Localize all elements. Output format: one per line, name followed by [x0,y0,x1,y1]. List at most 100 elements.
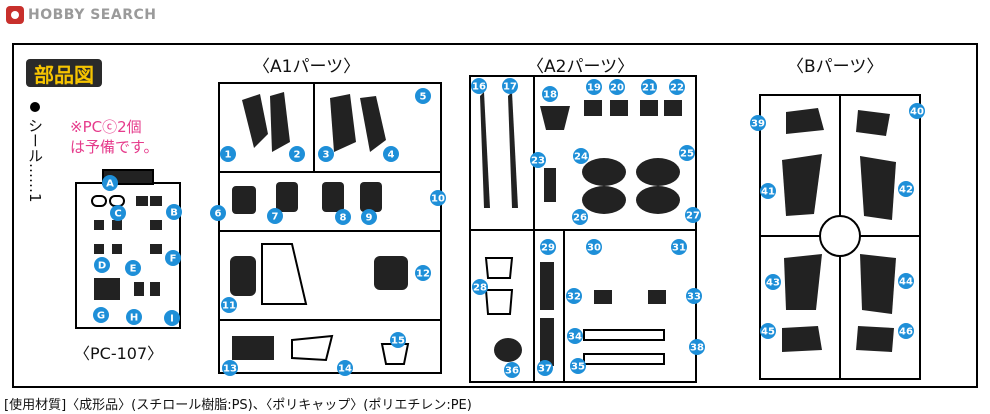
part-marker-pc-C: C [110,205,126,221]
marker-circle [415,265,431,281]
marker-label: 6 [215,209,222,220]
marker-label: 44 [899,277,913,288]
part-marker-a2-33: 33 [686,288,702,304]
marker-label: 1 [225,150,232,161]
part-marker-b-46: 46 [898,323,914,339]
marker-circle [570,358,586,374]
marker-label: 35 [571,362,585,373]
marker-circle [542,86,558,102]
part-marker-a2-25: 25 [679,145,695,161]
marker-label: 29 [541,243,555,254]
parts-diagram-frame [12,43,978,388]
marker-label: 17 [503,82,517,93]
bullet-icon [30,102,40,112]
marker-label: 32 [567,292,581,303]
marker-label: 15 [391,336,405,347]
marker-circle [685,207,701,223]
marker-circle [671,239,687,255]
marker-circle [289,146,305,162]
part-marker-pc-F: F [165,250,181,266]
part-marker-pc-H: H [126,309,142,325]
seal-count-label: シール……1 [26,118,44,203]
marker-label: 11 [222,301,236,312]
marker-circle [530,152,546,168]
marker-label: 39 [751,119,765,130]
marker-circle [689,339,705,355]
marker-label: 43 [766,278,780,289]
part-marker-b-44: 44 [898,273,914,289]
marker-label: 4 [388,150,395,161]
part-marker-pc-E: E [125,260,141,276]
marker-circle [337,360,353,376]
logo-text: HOBBY SEARCH [28,7,157,23]
marker-label: 8 [340,213,347,224]
marker-label: B [170,208,178,219]
marker-circle [430,190,446,206]
marker-circle [361,209,377,225]
marker-circle [909,103,925,119]
part-marker-a2-24: 24 [573,148,589,164]
marker-label: G [97,311,105,322]
marker-circle [472,279,488,295]
part-marker-a2-19: 19 [586,79,602,95]
pc-107-runner [75,169,181,329]
marker-circle [210,205,226,221]
section-label-b: 〈Bパーツ〉 [787,57,884,77]
pc-runner-label: 〈PC-107〉 [74,344,164,363]
marker-label: 31 [672,243,686,254]
marker-circle [566,288,582,304]
part-marker-a1-1: 1 [220,146,236,162]
marker-circle [94,257,110,273]
marker-circle [760,183,776,199]
logo-icon [6,6,24,24]
marker-circle [567,328,583,344]
marker-label: 3 [323,150,330,161]
marker-circle [102,175,118,191]
part-marker-a1-9: 9 [361,209,377,225]
marker-circle [126,309,142,325]
marker-label: 26 [573,213,587,224]
marker-label: 2 [294,150,301,161]
hobby-search-logo: HOBBY SEARCH [6,4,156,26]
part-marker-a1-8: 8 [335,209,351,225]
part-marker-pc-A: A [102,175,118,191]
marker-circle [221,297,237,313]
part-marker-a1-14: 14 [337,360,353,376]
marker-label: 34 [568,332,582,343]
marker-label: 40 [910,107,924,118]
marker-label: 7 [272,212,279,223]
marker-label: 38 [690,343,704,354]
marker-circle [898,273,914,289]
marker-label: 30 [587,243,601,254]
diagram-title: 部品図 [26,59,102,87]
marker-circle [609,79,625,95]
part-marker-a2-30: 30 [586,239,602,255]
part-marker-a1-6: 6 [210,205,226,221]
marker-label: 14 [338,364,352,375]
marker-circle [537,360,553,376]
marker-label: 33 [687,292,701,303]
part-marker-a2-32: 32 [566,288,582,304]
marker-label: 5 [420,92,427,103]
marker-circle [125,260,141,276]
marker-label: 46 [899,327,913,338]
part-marker-a1-10: 10 [430,190,446,206]
marker-label: 20 [610,83,624,94]
marker-label: D [98,261,106,272]
marker-circle [572,209,588,225]
marker-label: 42 [899,185,913,196]
marker-circle [641,79,657,95]
part-marker-b-42: 42 [898,181,914,197]
marker-circle [540,239,556,255]
marker-circle [686,288,702,304]
marker-circle [586,79,602,95]
marker-label: 28 [473,283,487,294]
marker-circle [267,208,283,224]
marker-label: 9 [366,213,373,224]
marker-circle [110,205,126,221]
part-marker-a1-12: 12 [415,265,431,281]
part-marker-a1-2: 2 [289,146,305,162]
part-marker-b-43: 43 [765,274,781,290]
marker-circle [760,323,776,339]
part-marker-a2-36: 36 [504,362,520,378]
